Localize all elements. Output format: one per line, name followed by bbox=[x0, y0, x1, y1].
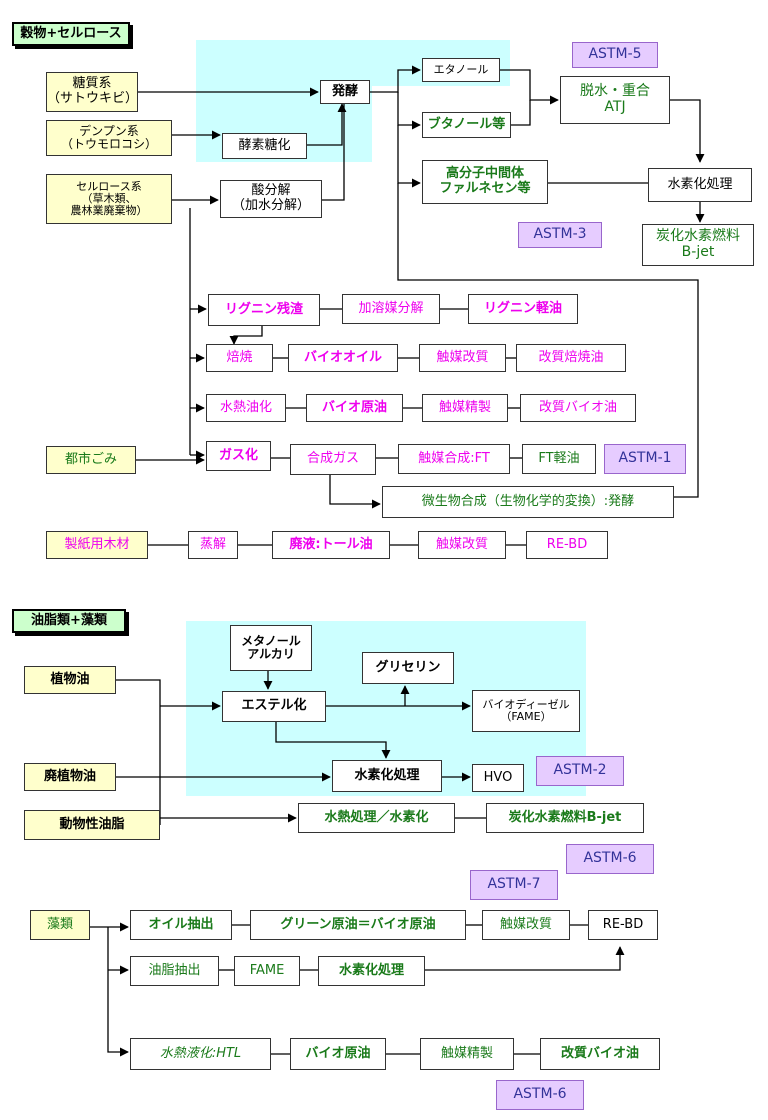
astm-7-badge: ASTM-7 bbox=[470, 870, 558, 900]
product-bio-crude-1: バイオ原油 bbox=[306, 394, 403, 422]
product-bio-oil: バイオオイル bbox=[288, 344, 398, 372]
process-hydrotreat: 水素化処理 bbox=[648, 168, 752, 202]
product-polymer: 高分子中間体 ファルネセン等 bbox=[422, 160, 548, 204]
source-sugar: 糖質系 （サトウキビ） bbox=[46, 72, 138, 112]
astm-5-badge: ASTM-5 bbox=[572, 42, 658, 68]
product-modified-roast-oil: 改質焙焼油 bbox=[516, 344, 626, 372]
product-re-bd-1: RE-BD bbox=[526, 531, 608, 559]
process-catalytic-refine-2: 触媒精製 bbox=[420, 1038, 514, 1070]
astm-2-badge: ASTM-2 bbox=[536, 756, 624, 786]
product-bjet-2: 炭化水素燃料B-jet bbox=[486, 803, 644, 833]
product-syngas: 合成ガス bbox=[290, 444, 376, 475]
section-header-oils-algae: 油脂類+藻類 bbox=[12, 609, 126, 633]
product-lignin-oil: リグニン軽油 bbox=[468, 294, 578, 324]
process-lipid-extraction: 油脂抽出 bbox=[130, 956, 219, 986]
product-biodiesel-fame: バイオディーゼル （FAME） bbox=[472, 690, 580, 732]
process-catalytic-reform-3: 触媒改質 bbox=[482, 910, 570, 940]
product-glycerin: グリセリン bbox=[362, 652, 454, 684]
section-header-grain-cellulose: 穀物+セルロース bbox=[12, 22, 130, 46]
input-methanol-alkali: メタノール アルカリ bbox=[230, 625, 312, 671]
product-re-bd-2: RE-BD bbox=[588, 910, 658, 940]
process-solvolysis: 加溶媒分解 bbox=[342, 294, 440, 324]
process-hydrothermal-hydrogenation: 水熱処理／水素化 bbox=[298, 803, 455, 833]
source-vegetable-oil: 植物油 bbox=[24, 666, 116, 694]
product-modified-bio-oil-2: 改質バイオ油 bbox=[540, 1038, 660, 1070]
astm-3-badge: ASTM-3 bbox=[518, 222, 602, 248]
product-bjet: 炭化水素燃料 B-jet bbox=[642, 224, 754, 266]
product-fame: FAME bbox=[234, 956, 300, 986]
source-animal-fat: 動物性油脂 bbox=[24, 810, 160, 840]
process-gasification: ガス化 bbox=[206, 441, 271, 471]
product-modified-bio-oil-1: 改質バイオ油 bbox=[520, 394, 636, 422]
product-tall-oil: 廃液:トール油 bbox=[272, 531, 390, 559]
process-dehydrate-atj: 脱水・重合 ATJ bbox=[560, 76, 670, 124]
process-microbial-synthesis: 微生物合成（生物化学的変換）:発酵 bbox=[382, 486, 674, 518]
process-catalytic-reform-1: 触媒改質 bbox=[419, 344, 506, 372]
product-hvo: HVO bbox=[472, 764, 524, 792]
astm-1-badge: ASTM-1 bbox=[604, 444, 686, 474]
process-hydrothermal-liquefaction: 水熱油化 bbox=[206, 394, 286, 422]
source-cellulose: セルロース系 （草木類、 農林業廃棄物） bbox=[46, 174, 172, 224]
process-catalytic-refine-1: 触媒精製 bbox=[422, 394, 508, 422]
process-fermentation: 発酵 bbox=[320, 80, 370, 104]
process-enzyme: 酵素糖化 bbox=[222, 133, 307, 159]
process-catalytic-reform-2: 触媒改質 bbox=[418, 531, 506, 559]
source-waste-vegetable-oil: 廃植物油 bbox=[24, 763, 116, 791]
process-acid: 酸分解 （加水分解） bbox=[220, 180, 322, 218]
astm-6-badge-top: ASTM-6 bbox=[566, 844, 654, 874]
source-municipal-waste: 都市ごみ bbox=[46, 446, 136, 474]
source-starch: デンプン系 （トウモロコシ） bbox=[46, 120, 172, 156]
source-paper-wood: 製紙用木材 bbox=[46, 531, 148, 559]
process-hydrotreat-2: 水素化処理 bbox=[332, 760, 442, 792]
product-butanol: ブタノール等 bbox=[422, 112, 511, 138]
astm-6-badge-bottom: ASTM-6 bbox=[496, 1080, 584, 1110]
product-green-crude: グリーン原油＝バイオ原油 bbox=[250, 910, 466, 940]
process-digestion: 蒸解 bbox=[188, 531, 238, 559]
process-roasting: 焙焼 bbox=[206, 344, 273, 372]
product-ethanol: エタノール bbox=[422, 58, 500, 82]
process-hydrotreat-3: 水素化処理 bbox=[318, 956, 425, 986]
process-oil-extraction: オイル抽出 bbox=[130, 910, 232, 940]
product-bio-crude-2: バイオ原油 bbox=[290, 1038, 386, 1070]
source-algae: 藻類 bbox=[30, 910, 90, 940]
product-ft-diesel: FT軽油 bbox=[522, 444, 596, 474]
process-lignin-residue: リグニン残渣 bbox=[208, 294, 320, 326]
process-esterification: エステル化 bbox=[222, 691, 326, 722]
process-catalytic-synthesis-ft: 触媒合成:FT bbox=[398, 444, 510, 474]
process-htl: 水熱液化:HTL bbox=[130, 1038, 271, 1070]
